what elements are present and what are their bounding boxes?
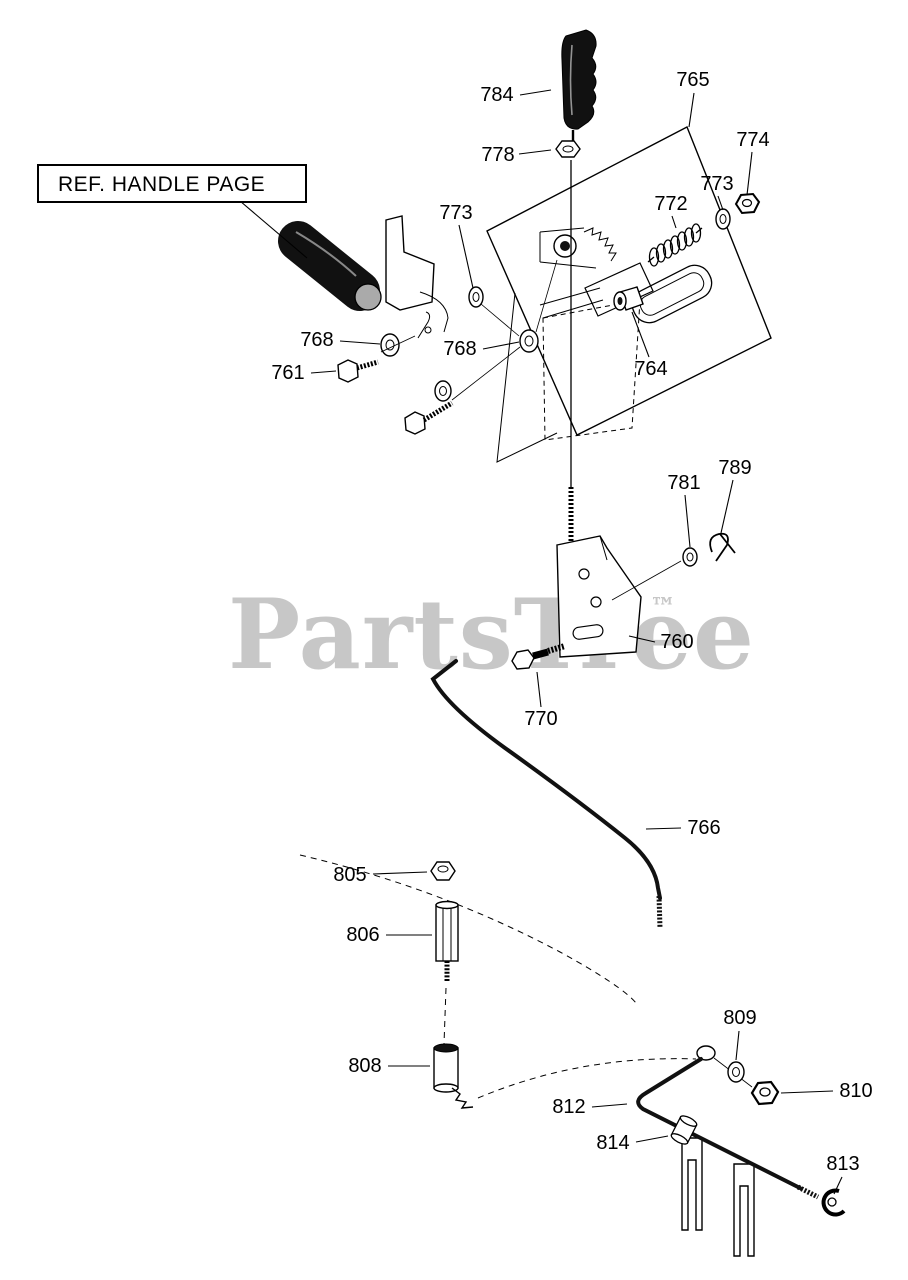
washer-781 [682,547,698,567]
spring-772 [647,223,703,267]
handlebar-bracket [385,215,435,311]
part-label-765: 765 [676,69,709,91]
part-label-810: 810 [839,1080,872,1102]
ferrule-spring-tail [451,1087,474,1109]
clutch-rod-766 [430,659,663,929]
e-clip-813 [821,1188,846,1217]
part-label-760: 760 [660,631,693,653]
locknut-810 [750,1080,780,1106]
bushing-764 [613,286,644,311]
bushing-814 [670,1115,698,1145]
handlebar-end-cap [354,283,382,311]
assembly-guide-curves [299,854,697,1099]
shift-fork-left [681,1137,703,1231]
part-label-768-left: 768 [300,329,333,351]
part-label-773-left: 773 [439,202,472,224]
part-label-772: 772 [654,193,687,215]
handlebar-ref [278,215,449,333]
part-label-764: 764 [634,358,667,380]
part-label-805: 805 [333,864,366,886]
part-label-808: 808 [348,1055,381,1077]
part-label-774: 774 [736,129,769,151]
ref-leader-line [239,200,308,259]
part-label-761: 761 [271,362,304,384]
part-label-813: 813 [826,1153,859,1175]
part-label-806: 806 [346,924,379,946]
pivot-sector-bracket [539,227,617,319]
ferrule-808 [433,1043,474,1109]
washer-809 [727,1061,745,1083]
part-label-770: 770 [524,708,557,730]
hidden-plate-outline [542,299,641,441]
part-label-768-center: 768 [443,338,476,360]
flat-washer-lower [434,380,452,402]
washer-773-upper [715,208,731,230]
sector-gear-teeth [583,227,617,262]
axis-781 [611,560,682,601]
bracket-hook-rod [419,291,449,333]
pin-wire [417,311,432,339]
hex-nut-778 [555,140,581,158]
bolt-lower [404,400,454,435]
part-label-781: 781 [667,472,700,494]
part-label-814: 814 [596,1132,629,1154]
bracket-slot [572,624,604,640]
ref-handle-page-callout: REF. HANDLE PAGE [37,164,308,259]
watermark: PartsTree ™ [228,578,755,691]
standoff-806 [435,900,459,982]
bolt-761 [337,359,379,383]
flat-washer-768-center [519,329,539,353]
ref-box [37,164,307,203]
flat-washer-768-left [380,333,400,357]
handle-grip-784 [561,29,597,142]
assembly-axis-lines [380,259,558,401]
control-panel-765 [486,126,772,463]
rod-bracket-760 [556,535,642,658]
watermark-text: PartsTree [228,578,755,691]
part-label-809: 809 [723,1007,756,1029]
leader-lines [310,89,843,1195]
shift-fork-right [733,1163,755,1257]
washer-773-left [468,286,484,308]
rod-threaded-tip [656,895,663,929]
part-label-789: 789 [718,457,751,479]
ref-box-label: REF. HANDLE PAGE [58,173,265,196]
part-label-773-upper: 773 [700,173,733,195]
cotter-clip-789 [709,532,736,562]
part-label-778: 778 [481,144,514,166]
idler-rod-812 [636,1045,820,1200]
pivot-bolt-head [560,241,570,251]
part-label-784: 784 [480,84,513,106]
rod-812-threaded-tip [796,1184,820,1200]
locknut-774 [734,192,761,215]
bolt-770 [511,643,566,670]
part-label-766: 766 [687,817,720,839]
part-label-812: 812 [552,1096,585,1118]
nut-805 [430,861,456,881]
watermark-tm-icon: ™ [650,593,676,623]
